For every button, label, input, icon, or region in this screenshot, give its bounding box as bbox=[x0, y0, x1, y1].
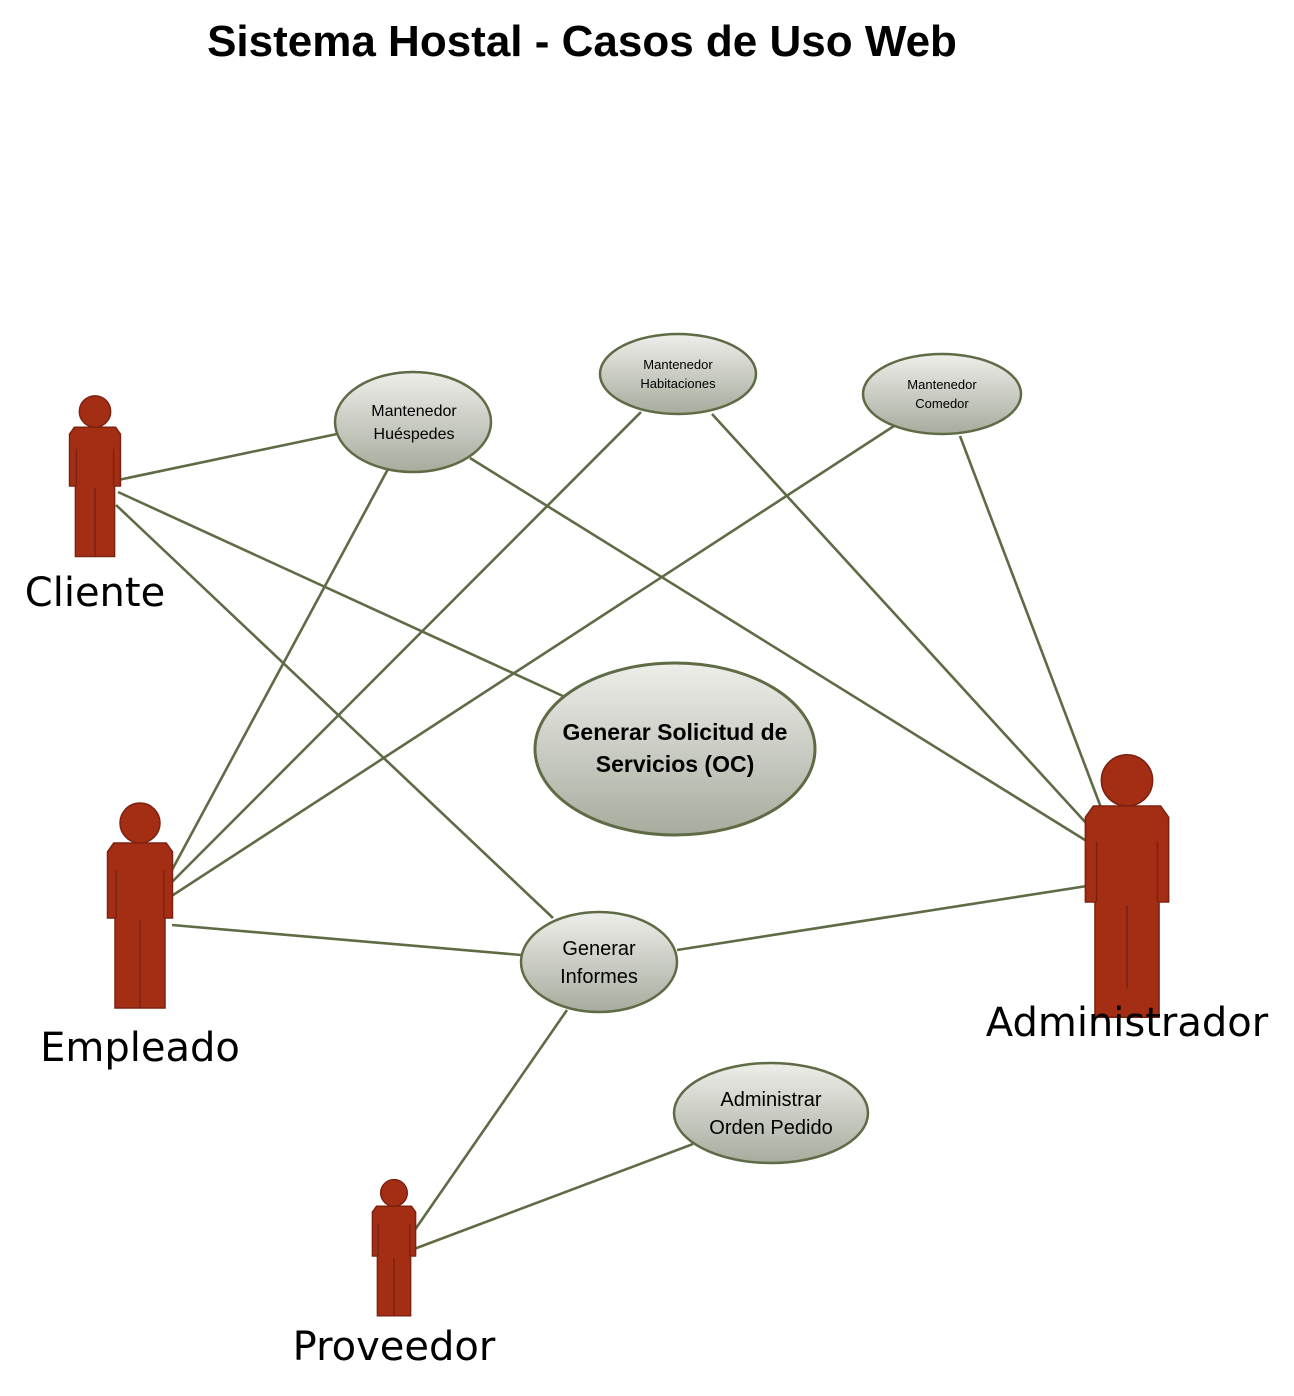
actor-figure-icon bbox=[371, 1178, 417, 1317]
use-case-ellipse bbox=[598, 332, 758, 416]
use-case-mantenedor-huespedes[interactable]: Mantenedor Huéspedes bbox=[333, 370, 493, 474]
use-case-label: Servicios (OC) bbox=[596, 751, 755, 777]
actor-figure-icon bbox=[68, 395, 122, 558]
use-case-label: Mantenedor bbox=[643, 357, 713, 372]
use-case-ellipse bbox=[861, 352, 1023, 436]
use-case-label: Orden Pedido bbox=[709, 1117, 832, 1139]
association-admin-comedor bbox=[958, 435, 1110, 827]
association-empleado-huespedes bbox=[163, 468, 390, 884]
use-case-label: Huéspedes bbox=[374, 426, 455, 443]
actor-proveedor[interactable]: Proveedor bbox=[293, 1178, 496, 1370]
diagram-title: Sistema Hostal - Casos de Uso Web bbox=[207, 17, 957, 66]
use-case-ellipse bbox=[519, 910, 679, 1014]
use-case-mantenedor-comedor[interactable]: Mantenedor Comedor bbox=[861, 352, 1023, 436]
use-case-generar-solicitud[interactable]: Generar Solicitud de Servicios (OC) bbox=[533, 661, 817, 837]
association-proveedor-informes bbox=[410, 1009, 569, 1235]
use-case-label: Generar bbox=[562, 938, 636, 960]
association-cliente-huespedes bbox=[117, 432, 338, 482]
association-admin-huespedes bbox=[469, 456, 1094, 847]
actor-figure-icon bbox=[106, 802, 174, 1009]
actor-cliente[interactable]: Cliente bbox=[25, 395, 165, 616]
use-case-label: Habitaciones bbox=[640, 376, 716, 391]
use-case-ellipse bbox=[533, 661, 817, 837]
use-case-label: Generar Solicitud de bbox=[563, 719, 788, 745]
association-admin-habitaciones bbox=[711, 413, 1098, 836]
association-empleado-comedor bbox=[169, 424, 895, 899]
use-case-label: Informes bbox=[560, 966, 638, 988]
association-empleado-informes bbox=[171, 923, 522, 957]
actor-empleado[interactable]: Empleado bbox=[40, 802, 240, 1071]
use-case-label: Mantenedor bbox=[907, 377, 977, 392]
actor-label: Administrador bbox=[986, 1000, 1269, 1046]
use-case-mantenedor-habitaciones[interactable]: Mantenedor Habitaciones bbox=[598, 332, 758, 416]
association-lines bbox=[115, 411, 1110, 1251]
use-case-ellipse bbox=[672, 1061, 870, 1165]
association-cliente-solicitud bbox=[117, 490, 566, 699]
association-cliente-informes bbox=[115, 504, 554, 919]
use-case-label: Comedor bbox=[915, 396, 969, 411]
association-admin-informes bbox=[676, 884, 1088, 952]
use-case-administrar-orden[interactable]: Administrar Orden Pedido bbox=[672, 1061, 870, 1165]
association-proveedor-orden bbox=[413, 1142, 694, 1251]
actor-administrador[interactable]: Administrador bbox=[986, 753, 1269, 1046]
association-empleado-habitaciones bbox=[167, 411, 642, 887]
actor-label: Empleado bbox=[40, 1025, 240, 1071]
use-case-label: Administrar bbox=[720, 1089, 821, 1111]
actor-figure-icon bbox=[1084, 753, 1170, 1019]
actor-label: Cliente bbox=[25, 570, 165, 616]
use-case-generar-informes[interactable]: Generar Informes bbox=[519, 910, 679, 1014]
use-case-label: Mantenedor bbox=[371, 403, 457, 420]
actor-label: Proveedor bbox=[293, 1324, 496, 1370]
use-case-ellipse bbox=[333, 370, 493, 474]
